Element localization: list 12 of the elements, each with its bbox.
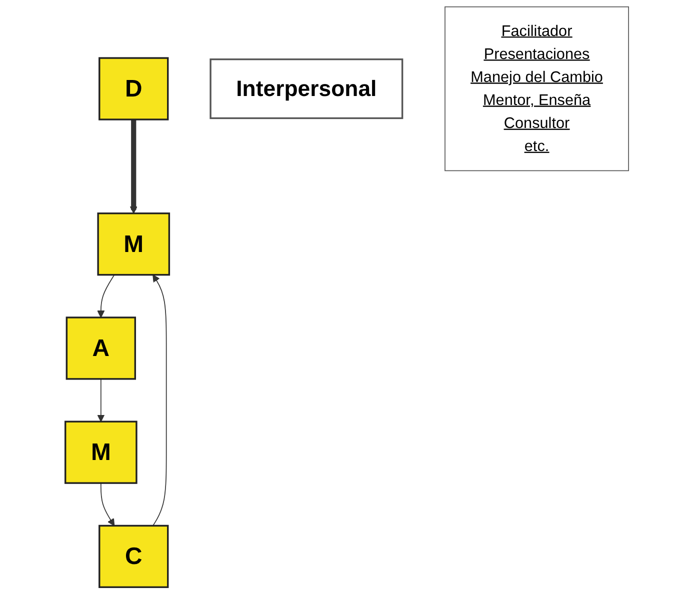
node-box: A [65,316,136,380]
arrow [96,274,114,318]
node-box: M [96,212,170,276]
node-box: Facilitador Presentaciones Manejo del Cambio Mentor, Enseña Consultor etc. [444,6,629,172]
arrow [96,378,104,422]
node-box: D [98,57,168,120]
node-box: M [64,420,137,484]
arrow [100,482,114,526]
arrow [152,274,166,526]
node-box: C [98,524,168,588]
arrow [129,119,137,214]
node-box: Interpersonal [209,58,403,120]
